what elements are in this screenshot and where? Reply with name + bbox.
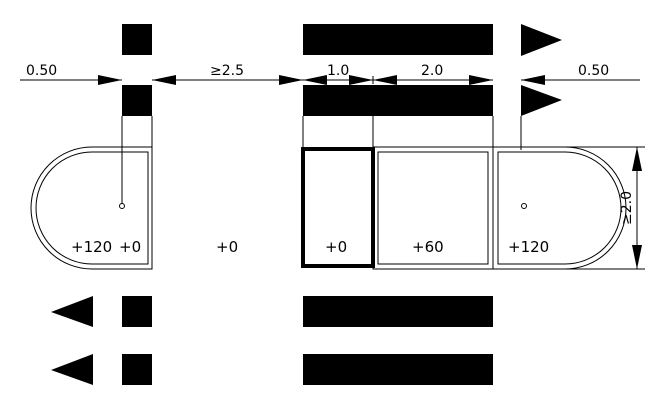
signal-block-top-left — [122, 24, 152, 55]
dim-label-left-offset: 0.50 — [26, 63, 57, 79]
elev-label-left-inner: +0 — [119, 238, 141, 256]
left-island — [30, 146, 153, 270]
signal-block-mid-left — [122, 85, 152, 116]
elev-label-lane-b: +60 — [412, 238, 444, 256]
left-island-marker-icon — [119, 203, 125, 209]
right-island-marker-icon — [521, 203, 527, 209]
elev-label-lane-a: +0 — [325, 238, 347, 256]
lane-bar-mid — [303, 85, 493, 116]
vertical-dimension-arrowheads — [632, 147, 642, 269]
signal-block-bottom-2 — [122, 354, 152, 385]
elev-label-right-island: +120 — [508, 238, 549, 256]
extension-lines — [121, 116, 522, 205]
elev-label-left-outer: +120 — [71, 238, 112, 256]
elev-label-gap-road: +0 — [216, 238, 238, 256]
signal-block-bottom-1 — [122, 296, 152, 327]
right-island — [492, 146, 627, 270]
lane-bar-bottom-1 — [303, 296, 493, 327]
dimension-arrowheads — [98, 75, 545, 85]
dim-label-min-gap: ≥2.5 — [210, 63, 244, 79]
dim-label-segment-b: 2.0 — [421, 63, 443, 79]
lane-bar-bottom-2 — [303, 354, 493, 385]
dim-label-right-offset: 0.50 — [578, 63, 609, 79]
dim-label-min-width: ≥2.0 — [619, 191, 635, 225]
lane-bar-top — [303, 24, 493, 55]
arrow-left-bottom-2-icon — [51, 354, 93, 385]
arrow-right-mid-icon — [521, 85, 562, 116]
dim-label-segment-a: 1.0 — [327, 63, 349, 79]
arrow-left-bottom-1-icon — [51, 296, 93, 327]
arrow-right-top-icon — [521, 24, 562, 56]
